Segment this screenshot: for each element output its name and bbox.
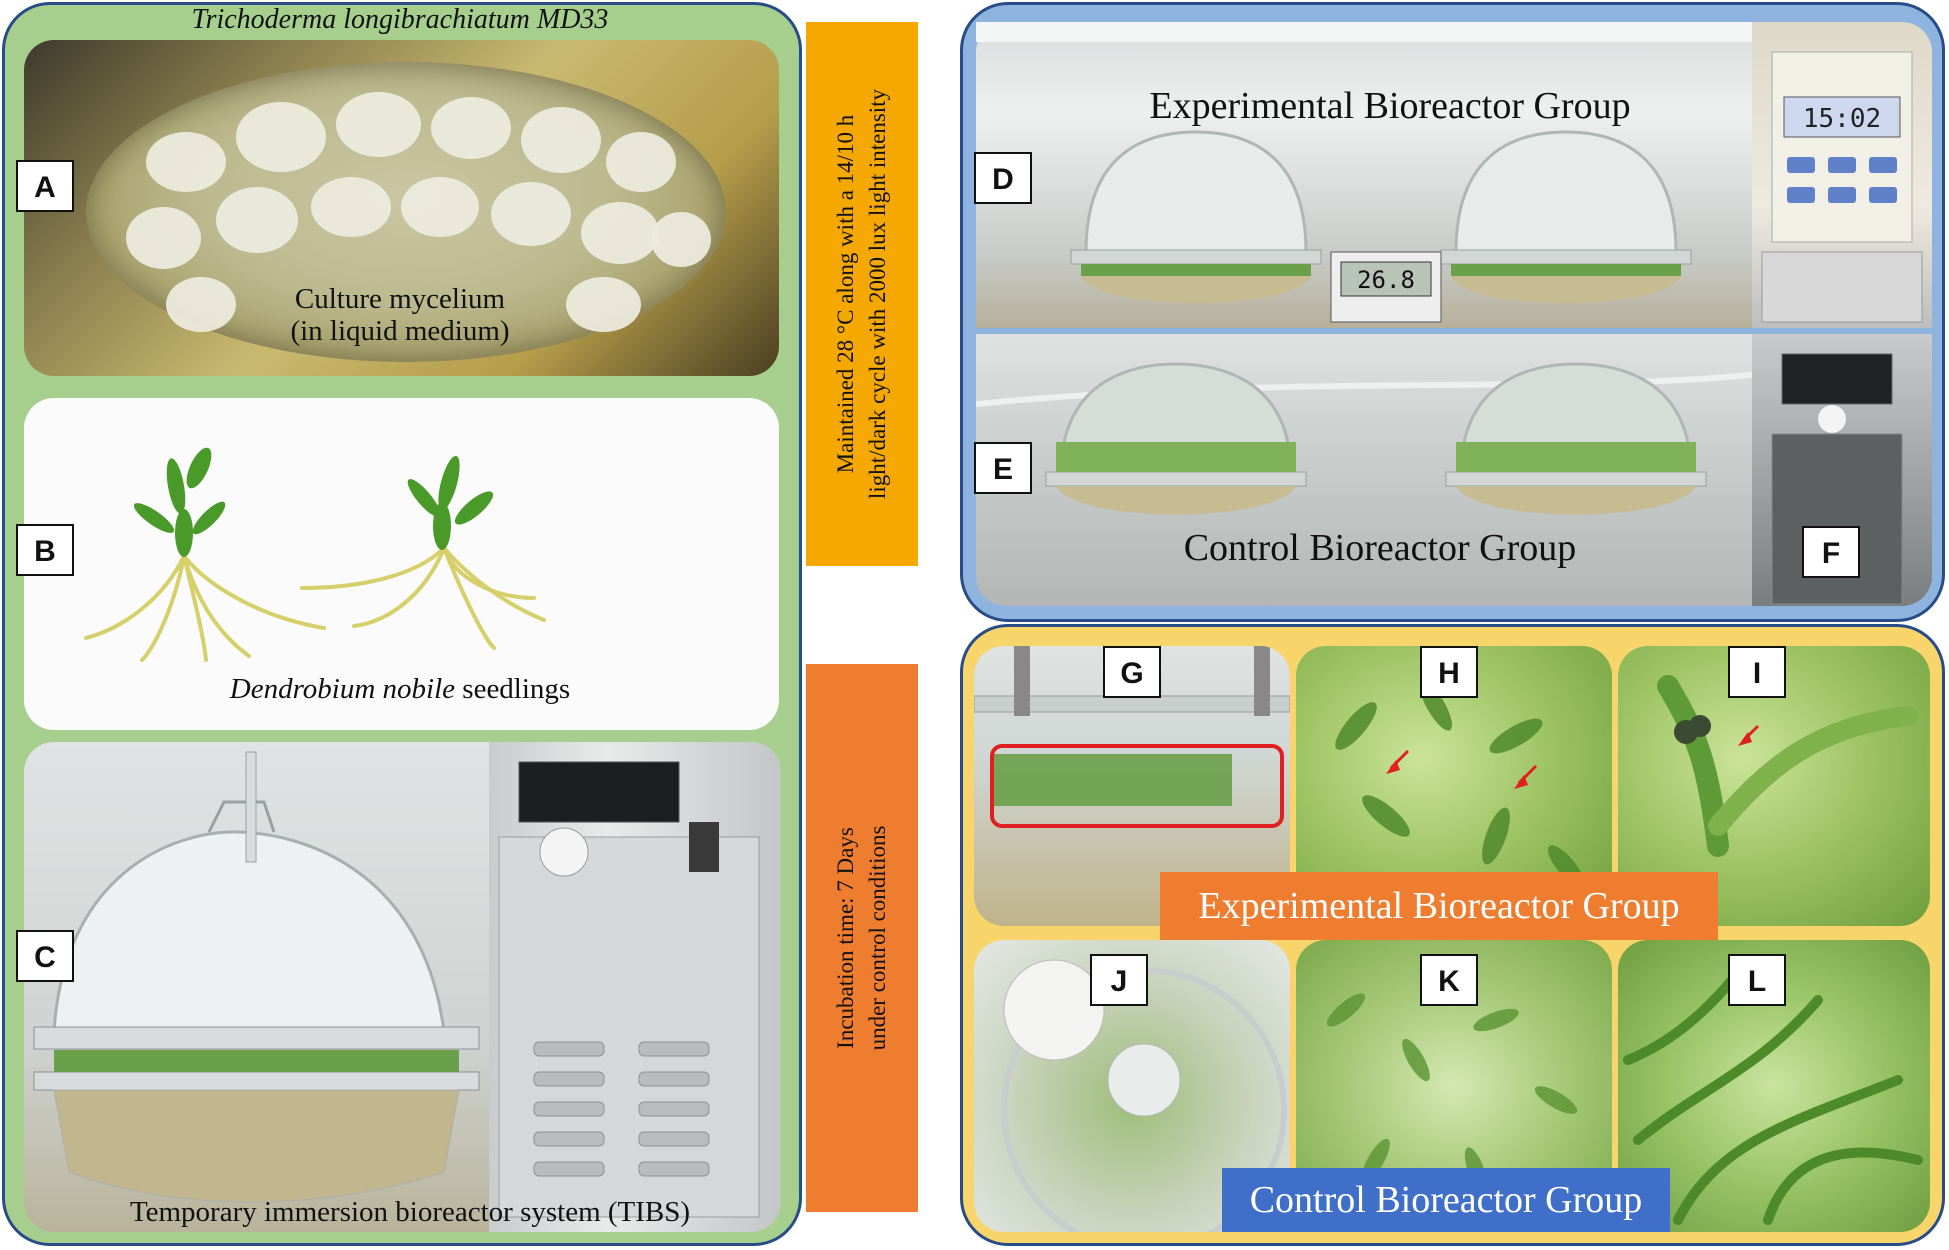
panel-b-caption-rest: seedlings: [455, 673, 571, 705]
panel-a-caption: Culture mycelium (in liquid medium): [200, 283, 600, 347]
panel-label-g: G: [1103, 646, 1161, 698]
highlight-box: [990, 744, 1284, 828]
conditions-line1: Maintained 28 °C along with a 14/10 h: [833, 114, 858, 474]
experimental-group-band: Experimental Bioreactor Group: [1160, 872, 1718, 940]
experimental-shelf-illustration: 26.8: [976, 22, 1760, 323]
panel-label-i: I: [1728, 646, 1786, 698]
timer-switch-illustration: 15:02: [1761, 51, 1923, 323]
control-shelf-illustration: [976, 362, 1760, 515]
thermometer-reading: 26.8: [1357, 266, 1415, 294]
timer-reading: 15:02: [1803, 104, 1881, 134]
panel-label-j: J: [1090, 954, 1148, 1006]
seedlings-illustration: [84, 447, 546, 662]
tibs-controller-photo: [489, 742, 781, 1232]
conditions-box: Maintained 28 °C along with a 14/10 h li…: [806, 22, 918, 566]
panel-label-e: E: [974, 442, 1032, 494]
panel-a-caption-line2: (in liquid medium): [290, 315, 510, 347]
panel-label-k: K: [1420, 954, 1478, 1006]
panel-a-caption-line1: Culture mycelium: [294, 283, 506, 315]
panel-label-a: A: [16, 160, 74, 212]
seedlings-photo: [24, 398, 779, 730]
tibs-vessel-illustration: [33, 751, 480, 1203]
panel-label-d: D: [974, 152, 1032, 204]
experimental-group-label: Experimental Bioreactor Group: [1149, 85, 1631, 127]
panel-label-f: F: [1802, 526, 1860, 578]
control-group-label: Control Bioreactor Group: [1183, 527, 1577, 569]
control-group-band: Control Bioreactor Group: [1222, 1168, 1670, 1232]
experimental-shelf-photo: 26.8: [976, 22, 1760, 328]
panel-label-b: B: [16, 524, 74, 576]
timer-switch-photo: 15:02: [1752, 22, 1932, 328]
vessel-closeup-illustration: [974, 646, 1290, 828]
tibs-vessel-photo: [24, 742, 489, 1232]
petri-dish-photo: [24, 40, 779, 376]
panel-label-h: H: [1420, 646, 1478, 698]
petri-dish: [86, 62, 726, 362]
panel-b-caption-species: Dendrobium nobile: [229, 673, 456, 705]
incubation-line2: under control conditions: [865, 825, 890, 1051]
panel-b-caption: Dendrobium nobile seedlings: [150, 673, 650, 706]
panel-label-l: L: [1728, 954, 1786, 1006]
panel-label-c: C: [16, 930, 74, 982]
conditions-line2: light/dark cycle with 2000 lux light int…: [865, 88, 890, 500]
left-panel-title: Trichoderma longibrachiatum MD33: [191, 4, 609, 35]
seedling-i-illustration: [1657, 675, 1918, 857]
incubation-text: Incubation time: 7 Days under control co…: [830, 826, 894, 1051]
control-shelf-photo: [976, 334, 1760, 606]
incubation-box: Incubation time: 7 Days under control co…: [806, 664, 918, 1212]
panel-c-caption: Temporary immersion bioreactor system (T…: [129, 1196, 691, 1228]
tibs-controller-illustration: [498, 761, 760, 1218]
incubation-line1: Incubation time: 7 Days: [833, 827, 858, 1049]
conditions-text: Maintained 28 °C along with a 14/10 h li…: [830, 89, 894, 499]
